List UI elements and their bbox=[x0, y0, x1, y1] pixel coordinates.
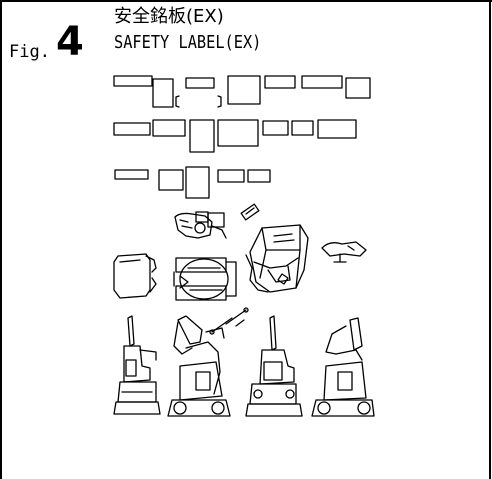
machine-front-view-left bbox=[113, 315, 161, 415]
frame-top-border bbox=[0, 0, 492, 2]
safety-label bbox=[217, 169, 245, 183]
safety-label bbox=[185, 166, 210, 199]
safety-label bbox=[264, 75, 296, 89]
figure-title-english: SAFETY LABEL(EX) bbox=[114, 32, 262, 53]
operator-station-top-view bbox=[174, 211, 227, 239]
safety-label bbox=[185, 77, 215, 89]
safety-label bbox=[114, 169, 149, 180]
safety-label bbox=[152, 78, 174, 108]
label-bracket-right bbox=[217, 95, 222, 108]
machine-side-view-right bbox=[311, 317, 375, 417]
safety-label bbox=[113, 122, 151, 136]
attachment-pins bbox=[209, 307, 249, 335]
bucket-part-view bbox=[321, 241, 367, 263]
safety-label bbox=[189, 119, 215, 153]
safety-label bbox=[152, 119, 186, 137]
machine-rear-view bbox=[245, 315, 303, 417]
side-panel-view bbox=[113, 253, 157, 299]
safety-label bbox=[227, 75, 261, 105]
frame-left-border bbox=[0, 0, 2, 479]
safety-label bbox=[301, 75, 343, 89]
label-row-2 bbox=[113, 119, 357, 153]
figure-number: 4 bbox=[56, 19, 84, 65]
machine-top-view bbox=[173, 257, 237, 301]
cab-perspective-view bbox=[245, 224, 309, 293]
safety-label bbox=[262, 120, 289, 136]
small-bracket-part bbox=[240, 203, 260, 221]
safety-label bbox=[247, 169, 271, 183]
figure-prefix: Fig. bbox=[9, 42, 50, 62]
machine-side-view-left bbox=[167, 315, 231, 417]
safety-label bbox=[113, 75, 153, 87]
frame-right-border bbox=[489, 0, 491, 479]
safety-label bbox=[345, 77, 371, 99]
safety-label bbox=[158, 169, 184, 191]
safety-label bbox=[291, 120, 314, 136]
safety-label bbox=[317, 119, 357, 139]
label-row-3 bbox=[114, 166, 271, 199]
figure-title-japanese: 安全銘板(EX) bbox=[114, 6, 224, 27]
label-row-1 bbox=[113, 75, 371, 108]
label-bracket-left bbox=[175, 95, 180, 108]
safety-label bbox=[217, 119, 259, 147]
